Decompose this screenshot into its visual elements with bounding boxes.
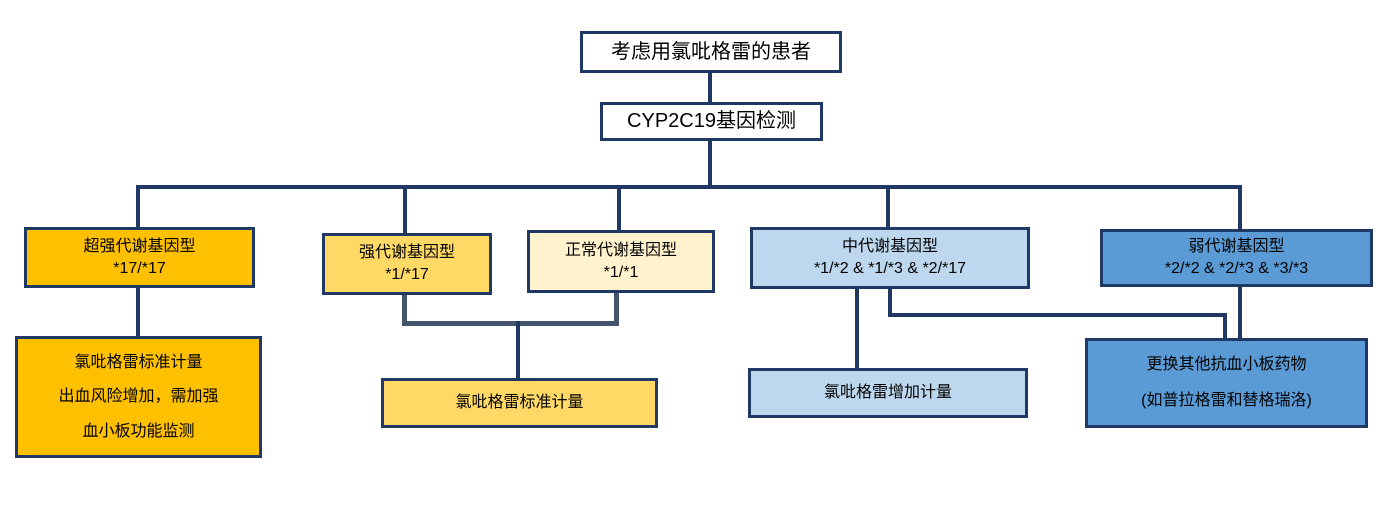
node-normal-genotype: *1/*1 (603, 263, 639, 281)
connector-intermediate-to-increase-dose (855, 288, 859, 369)
node-ultrarapid-action-line1: 氯吡格雷标准计量 (74, 353, 203, 371)
node-intermediate-title: 中代谢基因型 (841, 238, 938, 256)
node-switch-drug-line2: (如普拉格雷和替格瑞洛) (1141, 392, 1312, 410)
connector-drop-normal (617, 185, 621, 232)
node-intermediate-metabolizer: 中代谢基因型 *1/*2 & *1/*3 & *2/*17 (750, 227, 1030, 289)
connector-rapid-elbow-vertical (402, 295, 407, 326)
node-increase-dose-action: 氯吡格雷增加计量 (748, 368, 1028, 418)
connector-drop-poor (1238, 185, 1242, 231)
connector-ultrarapid-to-action (136, 287, 140, 337)
node-poor-genotype: *2/*2 & *2/*3 & *3/*3 (1164, 260, 1309, 277)
node-switch-drug-action: 更换其他抗血小板药物 (如普拉格雷和替格瑞洛) (1085, 338, 1368, 428)
node-cyp2c19-test: CYP2C19基因检测 (600, 102, 823, 141)
connector-intermediate-elbow-drop (1223, 313, 1227, 339)
node-rapid-title: 强代谢基因型 (358, 244, 455, 262)
connector-intermediate-elbow-vertical (888, 288, 892, 317)
node-rapid-metabolizer: 强代谢基因型 *1/*17 (322, 233, 492, 295)
node-poor-metabolizer: 弱代谢基因型 *2/*2 & *2/*3 & *3/*3 (1100, 229, 1373, 287)
node-ultrarapid-genotype: *17/*17 (113, 259, 166, 277)
node-ultrarapid-action-line2: 出血风险增加，需加强 (58, 388, 219, 406)
node-standard-dose-label: 氯吡格雷标准计量 (455, 394, 584, 412)
connector-patient-to-test (708, 71, 712, 105)
connector-test-to-branch (708, 139, 712, 187)
connector-drop-intermediate (886, 185, 890, 229)
node-increase-dose-label: 氯吡格雷增加计量 (823, 384, 952, 402)
node-standard-dose-action: 氯吡格雷标准计量 (381, 378, 658, 428)
node-patient: 考虑用氯吡格雷的患者 (580, 31, 842, 73)
node-intermediate-genotype: *1/*2 & *1/*3 & *2/*17 (813, 260, 967, 277)
connector-merge-to-standard-dose (516, 321, 520, 379)
connector-rapid-normal-elbow-horizontal (402, 321, 619, 326)
connector-intermediate-elbow-horizontal (888, 313, 1227, 317)
connector-drop-rapid (403, 185, 407, 235)
node-ultrarapid-action: 氯吡格雷标准计量 出血风险增加，需加强 血小板功能监测 (15, 336, 262, 458)
node-ultrarapid-title: 超强代谢基因型 (83, 237, 196, 255)
node-cyp2c19-test-label: CYP2C19基因检测 (627, 110, 796, 132)
node-ultrarapid-metabolizer: 超强代谢基因型 *17/*17 (24, 227, 255, 288)
node-rapid-genotype: *1/*17 (385, 266, 429, 283)
node-normal-title: 正常代谢基因型 (564, 241, 677, 259)
connector-branch-horizontal (136, 185, 1242, 189)
node-switch-drug-line1: 更换其他抗血小板药物 (1146, 356, 1307, 374)
node-patient-label: 考虑用氯吡格雷的患者 (611, 40, 811, 63)
connector-normal-elbow-vertical (614, 292, 619, 326)
connector-poor-to-action (1238, 285, 1242, 339)
node-ultrarapid-action-line3: 血小板功能监测 (82, 422, 195, 440)
node-poor-title: 弱代谢基因型 (1188, 238, 1285, 256)
connector-drop-ultrarapid (136, 185, 140, 229)
node-normal-metabolizer: 正常代谢基因型 *1/*1 (527, 230, 715, 293)
